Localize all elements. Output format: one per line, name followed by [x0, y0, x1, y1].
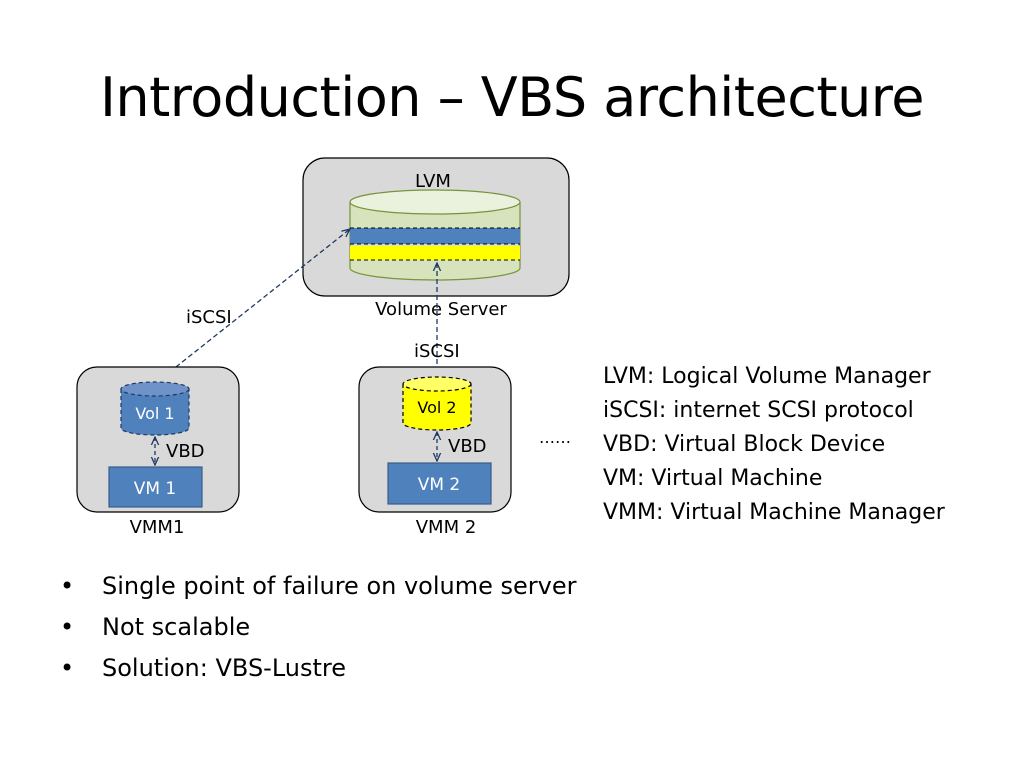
bullet-text: Solution: VBS-Lustre [102, 654, 347, 682]
bullet-item: • Not scalable [60, 607, 576, 648]
bullet-marker: • [60, 654, 75, 682]
vol2-cylinder [402, 376, 472, 431]
slide-title: Introduction – VBS architecture [99, 66, 925, 129]
lvm-cylinder [349, 189, 521, 281]
vm1-box [108, 466, 203, 508]
vbd-label-1: VBD [166, 441, 205, 462]
bullet-marker: • [60, 572, 75, 600]
vol1-cylinder [120, 381, 190, 436]
legend-item-vbd: VBD: Virtual Block Device [603, 432, 886, 457]
vm1-label: VM 1 [134, 479, 177, 499]
iscsi-link-left [157, 229, 350, 382]
legend-item-vm: VM: Virtual Machine [603, 466, 823, 491]
ellipsis-more-hosts: …… [539, 428, 571, 447]
legend-item-lvm: LVM: Logical Volume Manager [603, 364, 931, 389]
iscsi-label-left: iSCSI [186, 307, 232, 328]
iscsi-label-center: iSCSI [414, 341, 460, 362]
lvm-label: LVM [415, 171, 451, 192]
volume-server-label: Volume Server [375, 299, 507, 320]
vmm1-label: VMM1 [130, 517, 185, 538]
abbreviation-legend: LVM: Logical Volume Manager iSCSI: inter… [603, 360, 945, 530]
legend-item-vmm: VMM: Virtual Machine Manager [603, 500, 945, 525]
bullet-item: • Single point of failure on volume serve… [60, 566, 576, 607]
vm2-label: VM 2 [418, 475, 461, 495]
bullet-item: • Solution: VBS-Lustre [60, 648, 576, 689]
bullet-marker: • [60, 613, 75, 641]
vmm2-label: VMM 2 [416, 517, 477, 538]
legend-item-iscsi: iSCSI: internet SCSI protocol [603, 398, 914, 423]
bullet-text: Not scalable [102, 613, 251, 641]
vm2-box [387, 462, 492, 505]
vol1-label: Vol 1 [135, 404, 174, 423]
bullet-text: Single point of failure on volume server [102, 572, 577, 600]
bullet-list: • Single point of failure on volume serve… [60, 566, 576, 689]
vbd-label-2: VBD [448, 436, 487, 457]
vol2-label: Vol 2 [417, 398, 456, 417]
